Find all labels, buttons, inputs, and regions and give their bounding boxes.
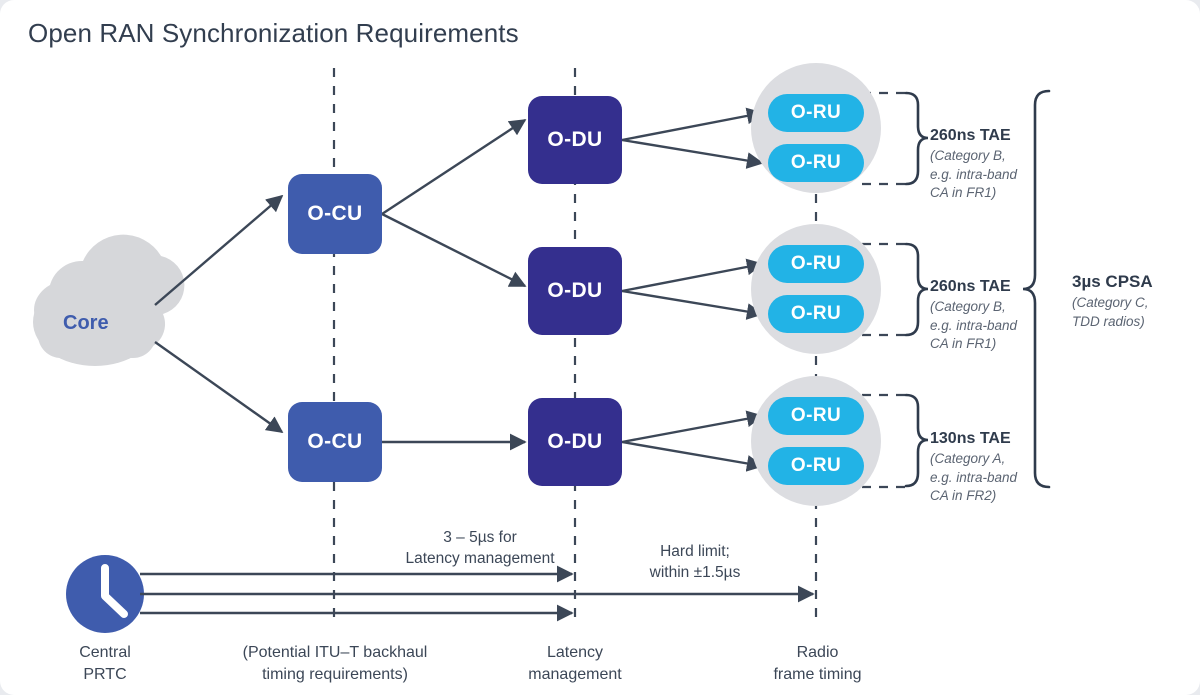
timeline-tick-central-prtc: Central PRTC (45, 642, 165, 685)
oru-group-halo-3 (751, 376, 881, 506)
annotation-tae-2-line3: CA in FR1) (930, 336, 997, 352)
timeline-caption-hard-limit-line2: within ±1.5µs (649, 563, 741, 581)
timeline-tick-latency-management: Latency management (495, 642, 655, 685)
annotation-cpsa: 3µs CPSA (Category C, TDD radios) (1072, 272, 1192, 331)
node-ocu-bottom[interactable]: O-CU (288, 402, 382, 482)
timeline-tick-radio-frame-timing-line2: frame timing (773, 665, 862, 683)
core-cloud-shape (33, 234, 185, 366)
node-odu-1[interactable]: O-DU (528, 96, 622, 184)
edge-odu2-to-oru4 (621, 289, 764, 320)
annotation-tae-2-line2: e.g. intra-band (930, 317, 1018, 333)
timeline-tick-backhaul-line1: (Potential ITU–T backhaul (242, 644, 428, 661)
timeline-arrow-group (140, 565, 815, 622)
cpsa-brace (1022, 89, 1051, 489)
core-label: Core (63, 312, 109, 334)
annotation-tae-3-line3: CA in FR2) (930, 488, 997, 504)
annotation-tae-1-heading: 260ns TAE (930, 127, 1011, 144)
timeline-caption-latency-line2: Latency management (405, 549, 555, 567)
edge-odu1-to-oru2 (621, 138, 764, 169)
annotation-tae-1: 260ns TAE (Category B, e.g. intra-band C… (930, 127, 1080, 203)
annotation-tae-1-line1: (Category B, (930, 148, 1006, 163)
edge-odu3-to-oru6 (621, 440, 764, 472)
timeline-tick-central-prtc-line1: Central (79, 644, 131, 661)
node-odu-3[interactable]: O-DU (528, 398, 622, 486)
clock-icon (66, 555, 144, 633)
timeline-tick-latency-management-line2: management (528, 665, 622, 683)
edge-ocu-top-to-odu-1 (381, 118, 527, 216)
annotation-tae-2-heading: 260ns TAE (930, 278, 1011, 295)
annotation-tae-3-line2: e.g. intra-band (930, 469, 1018, 485)
annotation-cpsa-line2: TDD radios) (1072, 313, 1145, 329)
annotation-tae-1-line2: e.g. intra-band (930, 166, 1018, 182)
edge-odu2-to-oru3 (621, 258, 764, 293)
timeline-tick-central-prtc-line2: PRTC (83, 665, 127, 683)
tae-brace-group (904, 91, 929, 488)
edge-odu1-to-oru1 (621, 107, 764, 142)
annotation-tae-3: 130ns TAE (Category A, e.g. intra-band C… (930, 430, 1080, 506)
node-oru-5[interactable]: O-RU (768, 397, 864, 435)
timeline-tick-latency-management-line1: Latency (546, 644, 604, 661)
annotation-tae-1-line3: CA in FR1) (930, 185, 997, 201)
node-oru-6[interactable]: O-RU (768, 447, 864, 485)
node-oru-3[interactable]: O-RU (768, 245, 864, 283)
timeline-tick-radio-frame-timing-line1: Radio (796, 644, 839, 661)
annotation-cpsa-heading: 3µs CPSA (1072, 272, 1153, 291)
annotation-tae-2-line1: (Category B, (930, 299, 1006, 314)
page-title: Open RAN Synchronization Requirements (28, 18, 519, 48)
annotation-cpsa-line1: (Category C, (1072, 295, 1149, 310)
timeline-tick-backhaul: (Potential ITU–T backhaul timing require… (200, 642, 470, 685)
annotation-tae-2: 260ns TAE (Category B, e.g. intra-band C… (930, 278, 1080, 354)
edge-ocu-top-to-odu-2 (381, 212, 527, 288)
node-odu-2[interactable]: O-DU (528, 247, 622, 335)
node-ocu-top[interactable]: O-CU (288, 174, 382, 254)
oru-group-halo-2 (751, 224, 881, 354)
node-oru-4[interactable]: O-RU (768, 295, 864, 333)
timeline-caption-latency-line1: 3 – 5µs for (443, 529, 517, 546)
edge-odu3-to-oru5 (621, 410, 764, 444)
edge-core-to-ocu-top (154, 194, 284, 306)
timeline-caption-hard-limit-line1: Hard limit; (660, 543, 730, 560)
annotation-tae-3-heading: 130ns TAE (930, 430, 1011, 447)
timeline-caption-hard-limit: Hard limit; within ±1.5µs (600, 542, 790, 584)
node-oru-1[interactable]: O-RU (768, 94, 864, 132)
timeline-tick-backhaul-line2: timing requirements) (262, 665, 408, 683)
timeline-tick-radio-frame-timing: Radio frame timing (730, 642, 905, 685)
node-oru-2[interactable]: O-RU (768, 144, 864, 182)
timeline-caption-latency: 3 – 5µs for Latency management (360, 528, 600, 570)
annotation-tae-3-line1: (Category A, (930, 451, 1006, 466)
edge-core-to-ocu-bottom (154, 341, 284, 433)
